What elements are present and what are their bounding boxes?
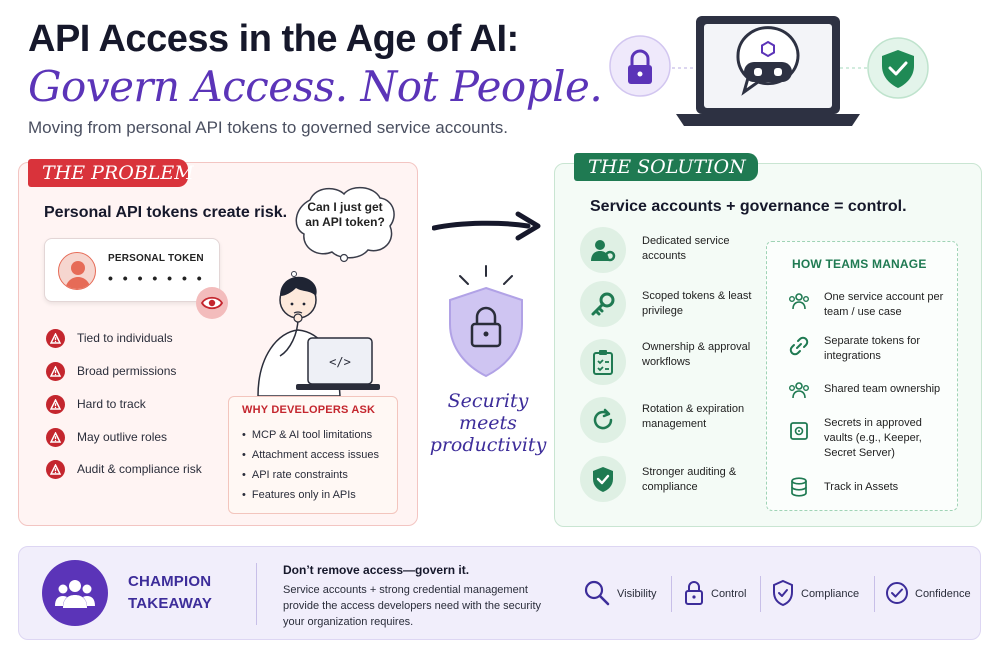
problem-headline: Personal API tokens create risk.	[44, 204, 288, 221]
shield-check-icon	[867, 37, 929, 99]
risk-label: Tied to individuals	[77, 331, 173, 345]
laptop-bot-illustration	[609, 16, 929, 126]
pillar-label: Visibility	[617, 588, 657, 600]
solution-item-label: Stronger auditing & compliance	[642, 466, 737, 493]
manage-item-label: One service account per team / use case	[824, 291, 944, 318]
key-icon	[580, 281, 626, 327]
lock-icon	[609, 35, 671, 97]
divider	[256, 563, 257, 625]
takeaway-body: Service accounts + strong credential man…	[283, 584, 542, 628]
shield-check-icon	[771, 579, 795, 610]
page-title: API Access in the Age of AI:	[28, 18, 519, 60]
database-icon	[788, 476, 810, 498]
vault-icon	[788, 420, 810, 442]
divider	[760, 576, 761, 612]
team-icon	[788, 290, 810, 312]
solution-item-label: Scoped tokens & least privilege	[642, 290, 752, 317]
manage-item-label: Shared team ownership	[824, 383, 941, 395]
pillar-compliance: Compliance	[771, 578, 859, 610]
solution-item-label: Rotation & expiration management	[642, 403, 745, 430]
how-teams-manage-box	[766, 241, 958, 511]
thought-bubble	[295, 186, 395, 263]
risk-label: Audit & compliance risk	[77, 462, 202, 476]
solution-item-label: Dedicated service accounts	[642, 235, 730, 262]
takeaway-headline: Don’t remove access—govern it.	[283, 563, 470, 577]
risk-item: Audit & compliance risk	[46, 459, 202, 479]
check-circle-icon	[885, 581, 909, 608]
avatar-icon	[58, 252, 96, 290]
why-item: Attachment access issues	[242, 449, 379, 461]
eye-icon	[196, 287, 228, 319]
lock-icon	[683, 579, 705, 610]
warning-icon	[46, 427, 65, 447]
takeaway-panel	[18, 546, 981, 640]
why-title: WHY DEVELOPERS ASK	[242, 404, 376, 416]
solution-banner: THE SOLUTION	[574, 153, 758, 181]
rotate-icon	[580, 397, 626, 443]
page-tagline: Moving from personal API tokens to gover…	[28, 118, 509, 137]
arrow-right-icon	[432, 211, 541, 241]
shield-lock-icon	[449, 265, 523, 378]
risk-label: Hard to track	[77, 397, 146, 411]
security-tagline: Security meets productivity	[428, 390, 548, 456]
why-item: Features only in APIs	[242, 489, 356, 501]
svg-text:</>: </>	[329, 355, 351, 369]
warning-icon	[46, 361, 65, 381]
magnifier-icon	[583, 579, 611, 610]
manage-item-label: Track in Assets	[824, 481, 899, 493]
warning-icon	[46, 328, 65, 348]
divider	[671, 576, 672, 612]
tagline-line: meets	[459, 412, 517, 434]
developer-illustration: </>	[257, 271, 380, 396]
manage-title: HOW TEAMS MANAGE	[792, 257, 927, 271]
manage-item-label: Separate tokens for integrations	[824, 335, 921, 362]
tagline-line: productivity	[429, 434, 547, 456]
why-item: MCP & AI tool limitations	[242, 429, 372, 441]
risk-label: May outlive roles	[77, 430, 168, 444]
team-icon	[42, 560, 108, 626]
problem-banner: THE PROBLEM	[28, 159, 194, 187]
warning-icon	[46, 394, 65, 414]
clipboard-check-icon	[580, 339, 626, 385]
risk-item: May outlive roles	[46, 427, 167, 447]
page-subtitle-script: Govern Access. Not People.	[28, 62, 603, 111]
pillar-label: Control	[711, 588, 747, 600]
warning-icon	[46, 459, 65, 479]
solution-item-label: Ownership & approval workflows	[642, 341, 751, 368]
risk-item: Broad permissions	[46, 361, 176, 381]
ai-bot-icon	[736, 26, 800, 96]
shield-check-icon	[580, 456, 626, 502]
risk-label: Broad permissions	[77, 364, 177, 378]
risk-item: Hard to track	[46, 394, 146, 414]
pillar-label: Confidence	[915, 588, 971, 600]
user-gear-icon	[580, 227, 626, 273]
token-label: PERSONAL TOKEN	[108, 253, 204, 264]
pillar-confidence: Confidence	[885, 578, 971, 610]
speech-bubble-text: Can I just get an API token?	[305, 200, 385, 229]
risk-item: Tied to individuals	[46, 328, 173, 348]
takeaway-label: CHAMPION	[128, 573, 212, 590]
manage-item-label: Secrets in approved vaults (e.g., Keeper…	[824, 417, 922, 459]
pillar-label: Compliance	[801, 588, 860, 600]
link-icon	[788, 335, 810, 357]
takeaway-label: TAKEAWAY	[128, 595, 213, 612]
why-item: API rate constraints	[242, 469, 348, 481]
pillar-control: Control	[683, 578, 746, 610]
token-mask: • • • • • • •	[108, 270, 205, 286]
team-icon	[788, 379, 810, 401]
divider	[874, 576, 875, 612]
tagline-line: Security	[447, 390, 529, 412]
solution-headline: Service accounts + governance = control.	[590, 198, 907, 215]
pillar-visibility: Visibility	[583, 578, 657, 610]
